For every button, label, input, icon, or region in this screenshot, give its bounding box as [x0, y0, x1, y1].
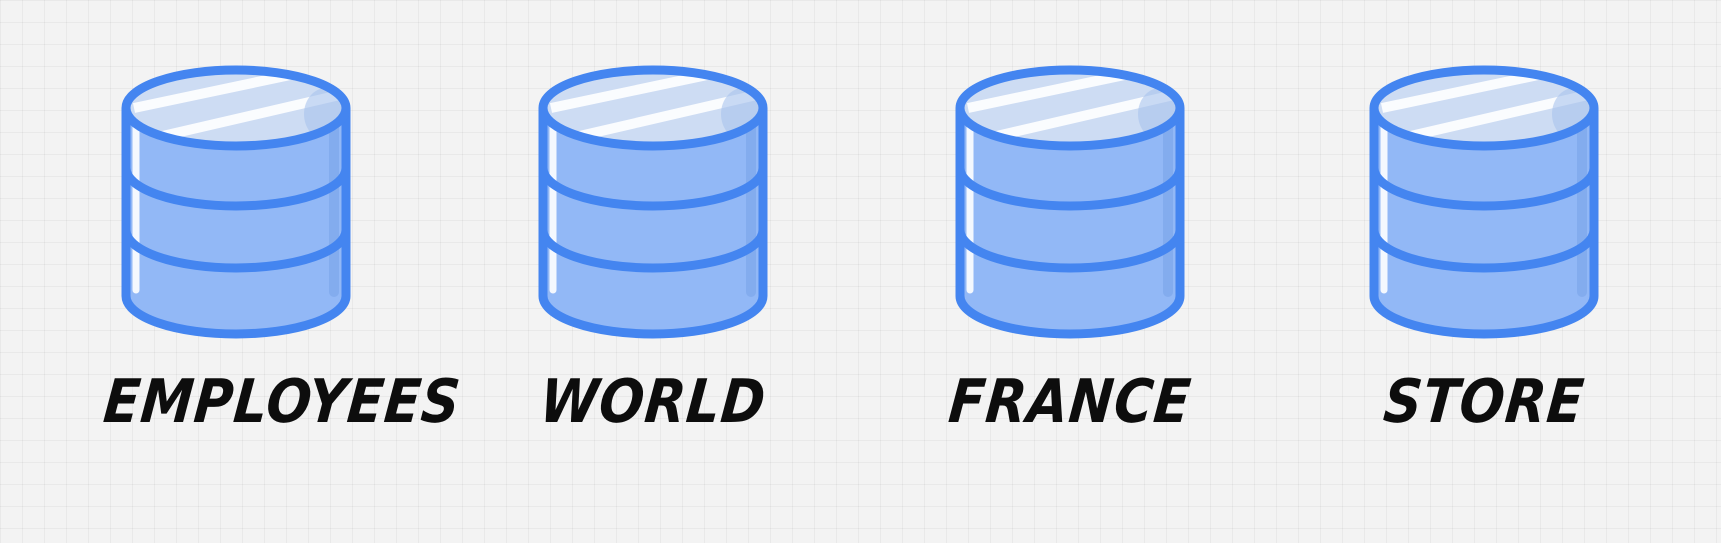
database-france: FRANCE — [920, 0, 1220, 543]
database-icon — [538, 65, 768, 339]
database-icon — [1369, 65, 1599, 339]
database-icon — [955, 65, 1185, 339]
database-world: WORLD — [503, 0, 803, 543]
database-label: WORLD — [536, 367, 770, 437]
database-label: EMPLOYEES — [100, 367, 464, 437]
database-employees: EMPLOYEES — [86, 0, 464, 543]
database-label: STORE — [1380, 367, 1588, 437]
database-label: FRANCE — [945, 367, 1195, 437]
database-store: STORE — [1334, 0, 1634, 543]
database-icon — [121, 65, 351, 339]
